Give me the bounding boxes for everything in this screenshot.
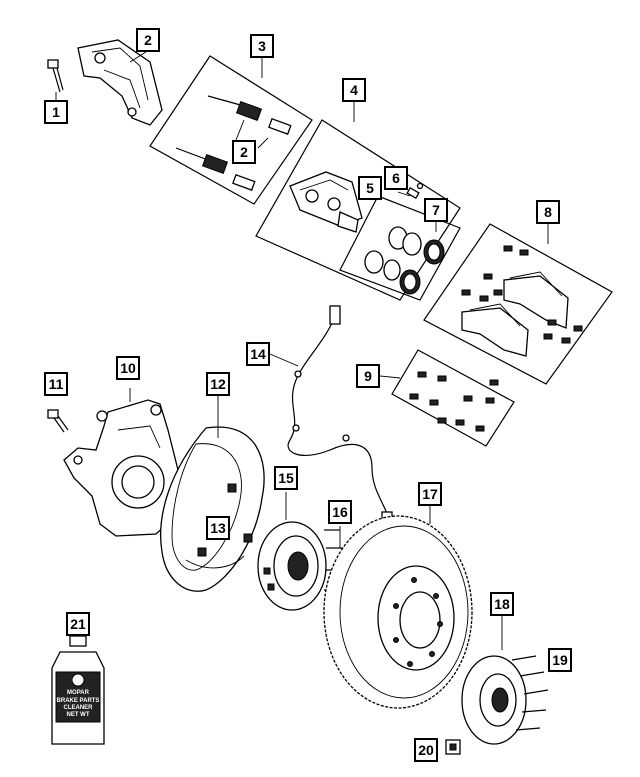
steering-knuckle-part-10 — [63, 388, 179, 537]
callout-20: 20 — [414, 738, 438, 762]
bottle-text-line: NET WT — [66, 712, 90, 718]
callout-15: 15 — [274, 466, 298, 490]
dust-shield-part-12 — [160, 396, 265, 592]
brake-pad-kit-box-8 — [423, 223, 613, 385]
hub-bearing-part-15 — [257, 492, 344, 611]
callout-6: 6 — [384, 166, 408, 190]
callout-5: 5 — [358, 176, 382, 200]
callout-7: 7 — [424, 198, 448, 222]
callout-10: 10 — [116, 356, 140, 380]
callout-19: 19 — [548, 648, 572, 672]
callout-1: 1 — [44, 100, 68, 124]
callout-2: 2 — [232, 140, 256, 164]
callout-4: 4 — [342, 78, 366, 102]
slide-pin-kit-box-3 — [149, 55, 313, 205]
callout-2: 2 — [136, 28, 160, 52]
callout-16: 16 — [328, 500, 352, 524]
bottle-text-line: CLEANER — [63, 705, 93, 711]
caliper-bracket-part-2 — [77, 39, 163, 126]
callout-14: 14 — [246, 342, 270, 366]
bolt-part-11 — [47, 409, 69, 433]
brake-cleaner-bottle-part-21 — [51, 635, 105, 745]
caliper-kit-box-4 — [255, 102, 461, 301]
wheel-speed-sensor-part-14 — [269, 305, 393, 527]
callout-17: 17 — [418, 482, 442, 506]
callout-18: 18 — [490, 592, 514, 616]
hub-adapter-part-18 — [445, 616, 561, 755]
callout-11: 11 — [44, 372, 68, 396]
bolt-part-1 — [47, 59, 64, 100]
callout-12: 12 — [206, 372, 230, 396]
callout-13: 13 — [206, 516, 230, 540]
callout-8: 8 — [536, 200, 560, 224]
clip-kit-box-9 — [379, 349, 515, 447]
bottle-text-line: BRAKE PARTS — [56, 698, 100, 704]
callout-9: 9 — [356, 364, 380, 388]
callout-21: 21 — [66, 612, 90, 636]
bottle-brand: MOPAR — [67, 690, 89, 696]
brake-rotor-part-17 — [323, 504, 473, 709]
callout-3: 3 — [250, 34, 274, 58]
